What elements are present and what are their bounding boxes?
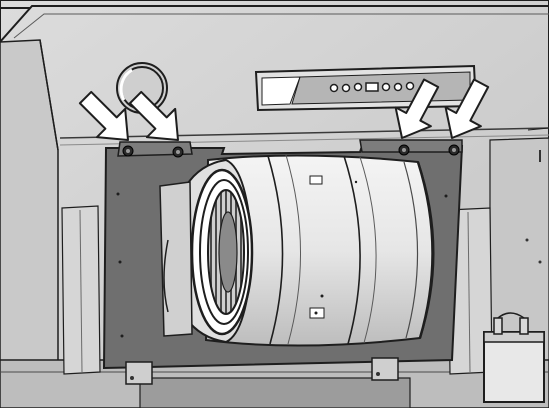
control-buttons [329, 81, 415, 93]
mount-screw-1 [122, 145, 134, 157]
mount-screw-4 [448, 144, 460, 156]
mounting-screws [122, 144, 460, 158]
blower-assembly [204, 154, 435, 347]
callout-arrows [78, 78, 490, 141]
mount-screw-2 [172, 146, 184, 158]
mount-screw-3 [398, 144, 410, 156]
capacitor-component [483, 312, 545, 403]
arrow-screw-3 [394, 78, 440, 139]
control-panel-slot [254, 64, 478, 112]
arrow-screw-1 [78, 90, 129, 141]
arrow-screw-4 [444, 78, 490, 139]
blower-inlet-ring [159, 158, 254, 344]
arrow-screw-2 [128, 90, 179, 141]
